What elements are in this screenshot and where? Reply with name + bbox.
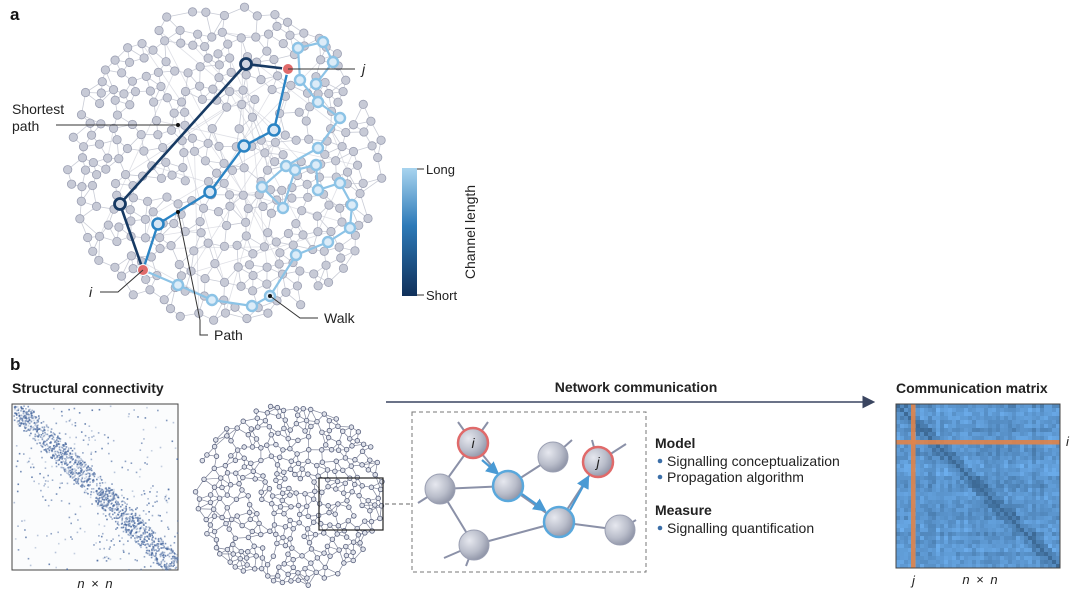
path-leader [177,211,208,336]
structural-connectivity-matrix-frame [11,403,179,571]
inset-nodes [424,426,636,561]
sc-dims-label: n × n [77,576,112,591]
matrix-col-j-label: j [910,573,916,588]
communication-matrix-title: Communication matrix [896,380,1048,396]
panel-b-letter: b [10,355,20,374]
panel-a-letter: a [10,5,20,24]
annotation-lines [56,68,355,336]
walk-dot [268,294,272,298]
measure-item-1: Signalling quantification [657,520,814,536]
signal-arrows [481,459,590,512]
colorbar-short-label: Short [426,288,457,303]
brain-network-panel-a [63,2,387,325]
walk-label: Walk [324,310,356,326]
colorbar-long-label: Long [426,162,455,177]
path-dot [176,210,180,214]
inset-frame [411,411,647,573]
brain-network-panel-b [192,403,385,588]
communication-inset: ij [417,421,637,567]
model-heading: Model [655,435,695,451]
structural-connectivity-title: Structural connectivity [12,380,164,396]
shortest-path-label-line1: Shortest [12,101,64,117]
matrix-row-i-label: i [1066,434,1070,449]
model-item-2: Propagation algorithm [657,469,804,485]
colorbar-title: Channel length [462,185,478,279]
shortest-path-dot [176,123,180,127]
inset-node-j-label: j [594,454,600,470]
network-communication-title: Network communication [555,379,718,395]
structural-connectivity-matrix [13,405,179,571]
shortest-path-route [113,57,289,271]
matrix-row-i-highlight [896,440,1060,445]
svg-text:Propagation algorithm: Propagation algorithm [667,469,804,485]
model-item-1: Signalling conceptualization [657,453,840,469]
svg-text:Signalling quantification: Signalling quantification [667,520,814,536]
network-nodes [63,2,387,325]
zoom-box [318,477,384,531]
communication-matrix [896,404,1061,569]
inset-node-i-label: i [471,435,475,451]
node-j-label: j [360,61,366,77]
svg-text:Signalling conceptualization: Signalling conceptualization [667,453,840,469]
communication-matrix-frame [895,403,1061,569]
measure-heading: Measure [655,502,712,518]
channel-length-colorbar: Long Short Channel length [402,162,478,303]
shortest-path-label-line2: path [12,118,39,134]
path-route [141,68,290,271]
wireframe-nodes [192,403,385,588]
cm-dims-label: n × n [962,572,997,587]
matrix-col-j-highlight [911,404,916,568]
node-i-label: i [89,284,93,300]
walk-leader [269,295,318,319]
path-label: Path [214,327,243,343]
i-leader [100,269,144,293]
colorbar-gradient [402,168,417,296]
